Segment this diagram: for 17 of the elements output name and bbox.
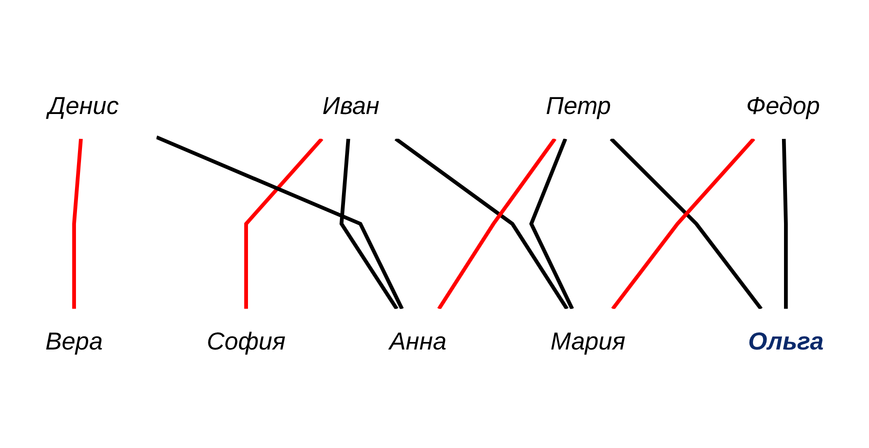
connector	[244, 138, 324, 310]
connector	[156, 136, 404, 310]
connector	[394, 137, 569, 310]
node-text: София	[206, 327, 286, 356]
node-text: Федор	[746, 92, 820, 120]
connector	[437, 138, 556, 310]
node-text: Вера	[45, 327, 103, 356]
node-text: Денис	[48, 92, 119, 120]
node-text: Ольга	[748, 327, 824, 356]
connector	[340, 138, 398, 310]
node-text: Мария	[550, 327, 626, 356]
node-text: Петр	[546, 92, 611, 120]
connector	[782, 138, 788, 310]
node-text: Анна	[389, 327, 447, 356]
connector	[529, 138, 574, 310]
connector	[72, 138, 83, 310]
node-text: Иван	[322, 92, 380, 120]
